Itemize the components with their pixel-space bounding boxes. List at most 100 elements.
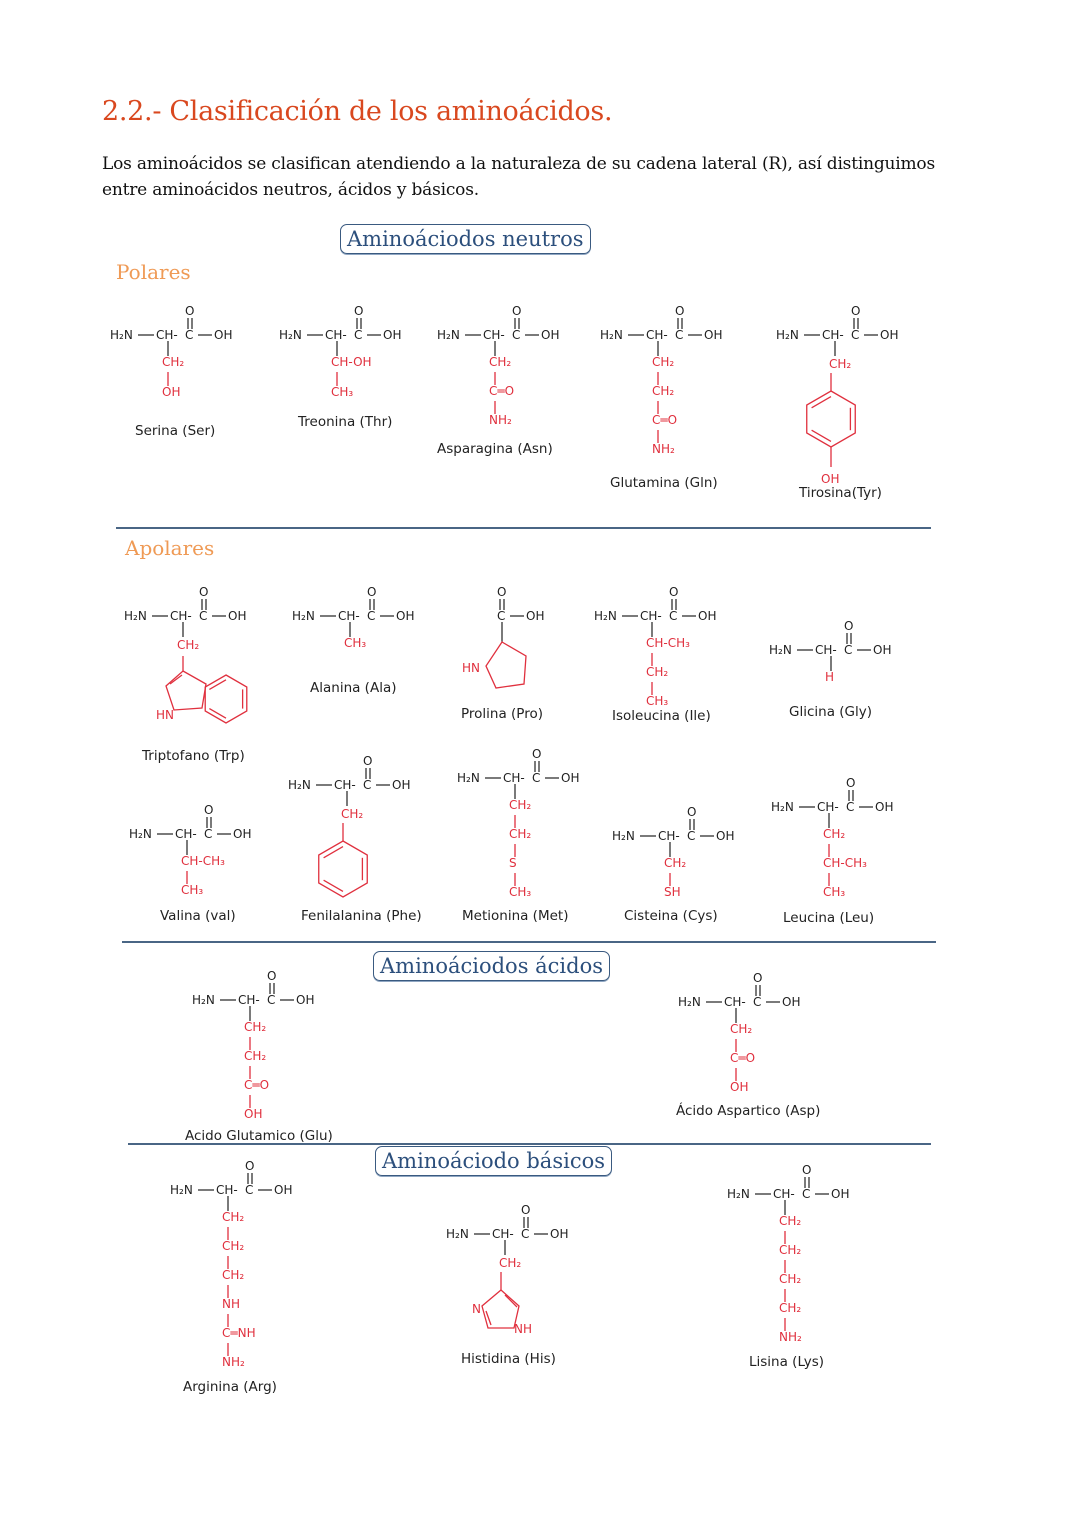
svg-text:OH: OH xyxy=(228,609,246,623)
svg-text:O: O xyxy=(497,585,506,599)
svg-text:OH: OH xyxy=(873,643,891,657)
svg-text:C: C xyxy=(687,829,695,843)
svg-text:O: O xyxy=(185,304,194,318)
svg-text:H₂N: H₂N xyxy=(727,1187,750,1201)
svg-text:O: O xyxy=(846,776,855,790)
svg-text:OH: OH xyxy=(698,609,716,623)
svg-text:CH-: CH- xyxy=(334,778,356,792)
svg-text:C: C xyxy=(753,995,761,1009)
svg-text:O: O xyxy=(532,747,541,761)
molecule-name: Valina (val) xyxy=(160,908,236,924)
svg-text:OH: OH xyxy=(233,827,251,841)
divider xyxy=(128,1143,931,1145)
svg-text:OH: OH xyxy=(541,328,559,342)
svg-text:S: S xyxy=(509,856,517,870)
svg-text:H₂N: H₂N xyxy=(279,328,302,342)
svg-text:CH-: CH- xyxy=(822,328,844,342)
svg-text:H₂N: H₂N xyxy=(437,328,460,342)
svg-text:CH₂: CH₂ xyxy=(222,1268,244,1282)
molecule-name: Glutamina (Gln) xyxy=(610,475,718,491)
svg-text:CH₃: CH₃ xyxy=(331,385,353,399)
svg-text:C: C xyxy=(367,609,375,623)
svg-text:OH: OH xyxy=(716,829,734,843)
svg-text:CH-: CH- xyxy=(658,829,680,843)
svg-text:C: C xyxy=(199,609,207,623)
svg-text:CH₂: CH₂ xyxy=(509,798,531,812)
svg-text:O: O xyxy=(802,1163,811,1177)
svg-text:CH-: CH- xyxy=(773,1187,795,1201)
svg-text:NH: NH xyxy=(514,1322,532,1336)
svg-text:C: C xyxy=(521,1227,529,1241)
svg-text:CH₂: CH₂ xyxy=(244,1020,266,1034)
svg-text:OH: OH xyxy=(704,328,722,342)
svg-text:C: C xyxy=(802,1187,810,1201)
svg-text:CH-: CH- xyxy=(815,643,837,657)
svg-text:H₂N: H₂N xyxy=(457,771,480,785)
svg-text:C═NH: C═NH xyxy=(222,1326,256,1340)
svg-text:C: C xyxy=(675,328,683,342)
intro-paragraph: Los aminoácidos se clasifican atendiendo… xyxy=(102,154,935,200)
svg-text:CH₂: CH₂ xyxy=(222,1239,244,1253)
svg-text:C: C xyxy=(354,328,362,342)
svg-text:CH-: CH- xyxy=(503,771,525,785)
svg-text:OH: OH xyxy=(526,609,544,623)
svg-text:HN: HN xyxy=(156,708,174,722)
molecule-name: Fenilalanina (Phe) xyxy=(301,908,422,924)
molecule-name: Asparagina (Asn) xyxy=(437,441,553,457)
svg-text:OH: OH xyxy=(550,1227,568,1241)
svg-text:CH-: CH- xyxy=(238,993,260,1007)
svg-text:HN: HN xyxy=(462,661,480,675)
group-title-acidos: Aminoáciodos ácidos xyxy=(373,951,611,981)
svg-text:C═O: C═O xyxy=(652,413,677,427)
svg-text:CH₂: CH₂ xyxy=(341,807,363,821)
svg-text:CH-: CH- xyxy=(724,995,746,1009)
molecule-name: Metionina (Met) xyxy=(462,908,568,924)
svg-text:C: C xyxy=(245,1183,253,1197)
svg-text:CH-: CH- xyxy=(640,609,662,623)
group-title-neutros: Aminoáciodos neutros xyxy=(340,224,591,254)
svg-text:O: O xyxy=(675,304,684,318)
svg-text:CH₂: CH₂ xyxy=(823,827,845,841)
molecule-name: Glicina (Gly) xyxy=(789,704,872,720)
svg-text:CH-: CH- xyxy=(646,328,668,342)
svg-text:O: O xyxy=(851,304,860,318)
svg-text:CH₃: CH₃ xyxy=(509,885,531,899)
molecule-name: Acido Glutamico (Glu) xyxy=(185,1128,333,1144)
svg-text:H₂N: H₂N xyxy=(170,1183,193,1197)
svg-text:CH₂: CH₂ xyxy=(779,1214,801,1228)
svg-text:C: C xyxy=(497,609,505,623)
svg-text:C: C xyxy=(363,778,371,792)
svg-text:CH-: CH- xyxy=(216,1183,238,1197)
molecule-name: Serina (Ser) xyxy=(135,423,215,439)
molecule-name: Cisteina (Cys) xyxy=(624,908,718,924)
svg-text:C: C xyxy=(512,328,520,342)
svg-text:O: O xyxy=(512,304,521,318)
svg-text:CH₂: CH₂ xyxy=(499,1256,521,1270)
svg-text:O: O xyxy=(753,971,762,985)
svg-text:CH₂: CH₂ xyxy=(779,1272,801,1286)
svg-text:OH: OH xyxy=(561,771,579,785)
svg-text:NH₂: NH₂ xyxy=(489,413,512,427)
svg-text:O: O xyxy=(199,585,208,599)
svg-text:CH₂: CH₂ xyxy=(829,357,851,371)
svg-text:H₂N: H₂N xyxy=(678,995,701,1009)
svg-text:C: C xyxy=(204,827,212,841)
svg-text:CH-: CH- xyxy=(483,328,505,342)
molecule-name: Leucina (Leu) xyxy=(783,910,874,926)
svg-text:CH₂: CH₂ xyxy=(779,1243,801,1257)
svg-text:O: O xyxy=(363,754,372,768)
